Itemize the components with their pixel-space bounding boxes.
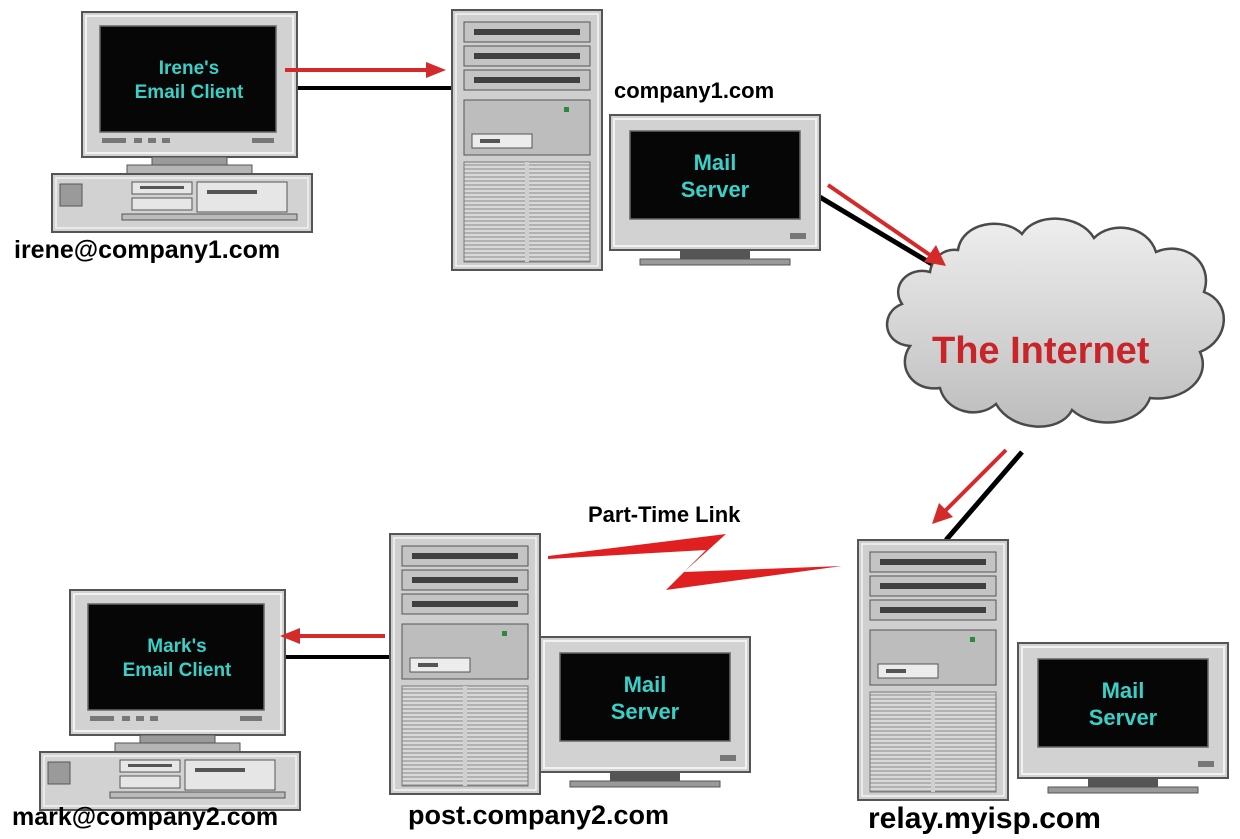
arrow-head-irene-to-company1 (426, 62, 446, 78)
company1-monitor-screen: Mail Server (632, 136, 798, 216)
relay-monitor-line1: Mail (1101, 677, 1145, 703)
relay-hostname-label: relay.myisp.com (868, 802, 1101, 835)
post-monitor-line1: Mail (623, 671, 667, 697)
mark-screen-line1: Mark's (147, 636, 207, 658)
internet-label: The Internet (932, 330, 1150, 372)
company1-monitor-line1: Mail (693, 149, 737, 175)
irene-address-label: irene@company1.com (14, 236, 281, 264)
mark-screen-line2: Email Client (122, 660, 232, 681)
arrow-company1-to-internet (826, 183, 932, 257)
arrow-head-internet-to-relay (932, 503, 953, 524)
mark-client-screen: Mark's Email Client (92, 609, 262, 709)
irene-client-screen: Irene's Email Client (104, 31, 274, 131)
arrow-head-post-to-mark (280, 628, 300, 644)
post-hostname-label: post.company2.com (408, 800, 670, 830)
red-arrows (280, 62, 1008, 644)
post-monitor-line2: Server (610, 699, 680, 724)
internet-cloud-icon (885, 217, 1226, 428)
arrow-internet-to-relay (942, 448, 1008, 514)
mark-address-label: mark@company2.com (12, 803, 279, 831)
lightning-bolt-icon (548, 534, 842, 590)
company1-hostname-label: company1.com (614, 78, 775, 103)
company1-monitor-line2: Server (680, 177, 750, 202)
post-monitor-screen: Mail Server (562, 658, 728, 738)
arrow-head-company1-to-internet (924, 245, 946, 266)
relay-monitor-line2: Server (1088, 705, 1158, 730)
company1-tower-server-icon (450, 8, 604, 272)
irene-screen-line1: Irene's (158, 58, 220, 80)
relay-monitor-screen: Mail Server (1040, 664, 1206, 744)
part-time-link-label: Part-Time Link (588, 502, 741, 527)
relay-tower-server-icon (856, 538, 1010, 802)
post-tower-server-icon (388, 532, 542, 796)
cable-internet-relay (944, 450, 1024, 542)
irene-screen-line2: Email Client (134, 82, 244, 103)
